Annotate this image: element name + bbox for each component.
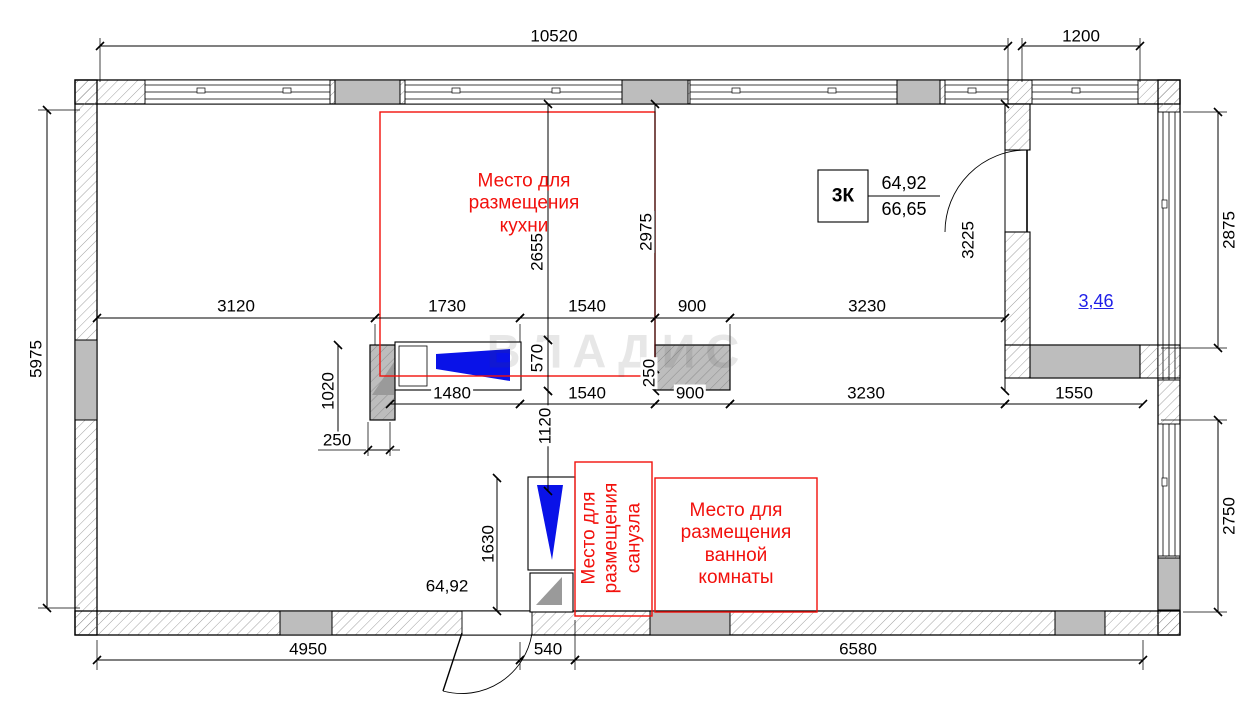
dim-right-lower: 2750: [1219, 495, 1239, 537]
dim-row2-1540: 1540: [566, 383, 608, 403]
balcony-door-swing: [944, 149, 1028, 233]
dim-row2-1480: 1480: [431, 383, 473, 403]
dim-row1-1730: 1730: [426, 296, 468, 316]
dim-v-1630: 1630: [478, 523, 498, 565]
dim-left-total: 5975: [26, 338, 46, 380]
windows: [144, 79, 1181, 636]
dim-row2-1550: 1550: [1053, 383, 1095, 403]
dim-row1-3120: 3120: [215, 296, 257, 316]
dim-v-250: 250: [639, 356, 659, 390]
dim-row2-3230: 3230: [845, 383, 887, 403]
dim-right-upper: 2875: [1219, 209, 1239, 251]
watermark: ВЛАДИС: [486, 324, 750, 378]
dim-row1-1540: 1540: [566, 296, 608, 316]
unit-label-box: [817, 169, 940, 223]
kitchen-zone-note: Место для размещения кухни: [468, 170, 580, 237]
dim-bottom-4950: 4950: [287, 639, 329, 659]
entrance-door-swing: [442, 632, 533, 694]
dim-top-main: 10520: [528, 26, 580, 46]
bathroom-zone-outline: [654, 477, 818, 613]
unit-area-living: 64,92: [881, 173, 927, 193]
wc-zone-outline: [574, 461, 653, 617]
dim-v-3225: 3225: [958, 219, 978, 261]
dim-v-570: 570: [527, 341, 547, 375]
dim-bottom-6580: 6580: [837, 639, 879, 659]
bathroom-zone-note: Место для размещения ванной комнаты: [680, 500, 792, 589]
dim-row1-900: 900: [675, 296, 709, 316]
dim-v-1120: 1120: [535, 405, 555, 447]
wc-zone-note: Место для размещения санузла: [578, 482, 645, 594]
kitchen-counter: [372, 341, 522, 395]
wall-piers: [74, 79, 1181, 636]
kitchen-sink-icon: [436, 349, 510, 381]
bathroom-fixtures: [527, 476, 576, 613]
dim-row1-3230: 3230: [846, 296, 888, 316]
window-vent-marks: [196, 87, 1168, 487]
dim-bottom-540: 540: [531, 639, 565, 659]
dim-row2-900: 900: [673, 383, 707, 403]
balcony-area-label: 3,46: [1078, 291, 1114, 311]
dim-top-balcony: 1200: [1060, 26, 1102, 46]
unit-area-total: 66,65: [881, 199, 927, 219]
washbasin-icon: [536, 577, 562, 605]
dim-h-250: 250: [320, 430, 354, 450]
bathtub-icon: [537, 485, 563, 560]
room-area-label: 64,92: [425, 576, 469, 596]
unit-type-label: 3К: [831, 185, 855, 207]
dim-v-2975: 2975: [636, 211, 656, 253]
dim-v-1020: 1020: [318, 370, 338, 412]
